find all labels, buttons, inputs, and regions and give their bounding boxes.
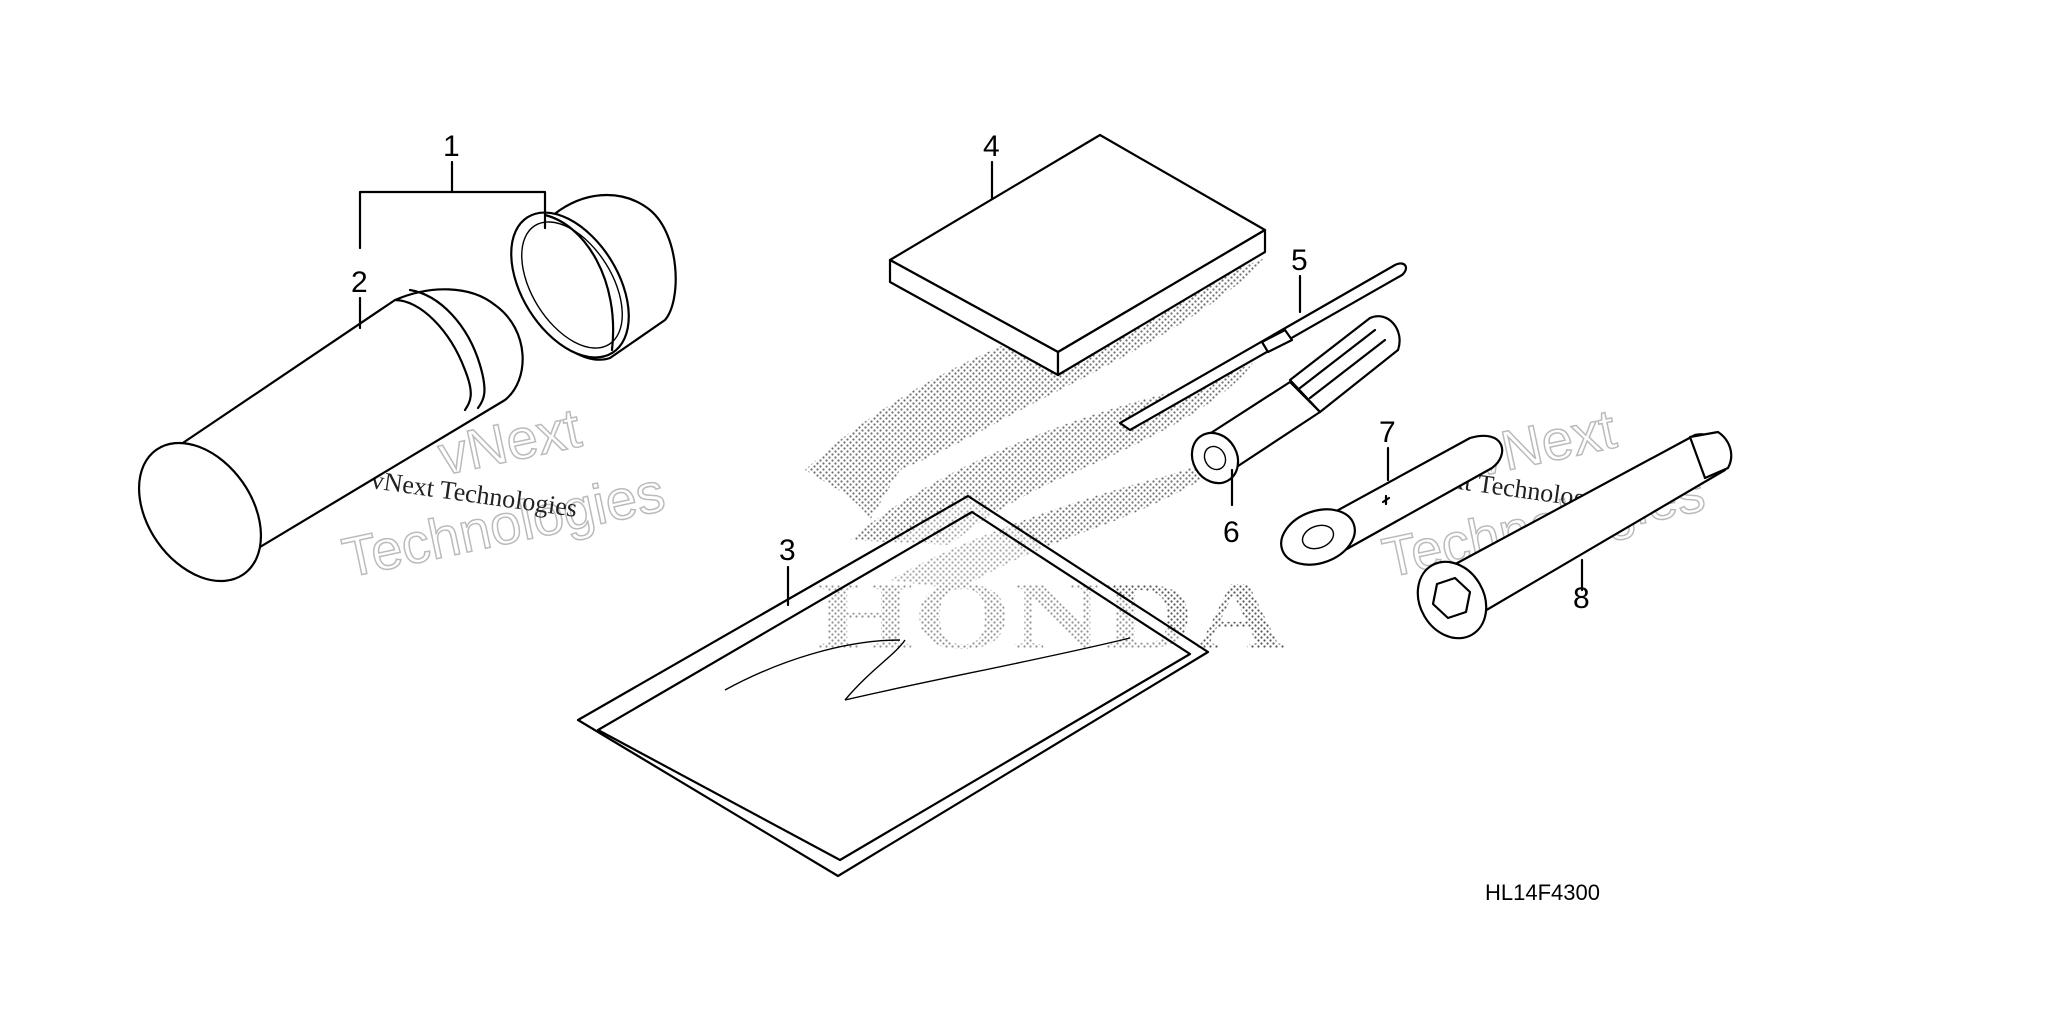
honda-wing-logo: HONDA xyxy=(805,258,1285,669)
part-tool-case-tube xyxy=(137,288,524,583)
leader-lines xyxy=(358,160,1584,607)
callout-4: 4 xyxy=(983,130,1000,163)
callout-5: 5 xyxy=(1291,244,1308,277)
part-screwdriver-blade xyxy=(1118,262,1408,432)
callout-3: 3 xyxy=(779,534,796,567)
callout-1: 1 xyxy=(443,130,460,163)
part-document-bag xyxy=(576,494,1210,878)
part-box-wrench xyxy=(1416,430,1733,640)
part-ring-wrench xyxy=(1280,434,1504,566)
callout-8: 8 xyxy=(1573,582,1590,615)
part-owners-manual xyxy=(888,133,1267,377)
part-tool-case-cap xyxy=(510,194,677,361)
drawing-code: HL14F4300 xyxy=(1485,880,1600,905)
callout-6: 6 xyxy=(1223,516,1240,549)
callout-7: 7 xyxy=(1379,416,1396,449)
callout-2: 2 xyxy=(351,266,368,299)
part-screwdriver-handle xyxy=(1190,315,1401,485)
